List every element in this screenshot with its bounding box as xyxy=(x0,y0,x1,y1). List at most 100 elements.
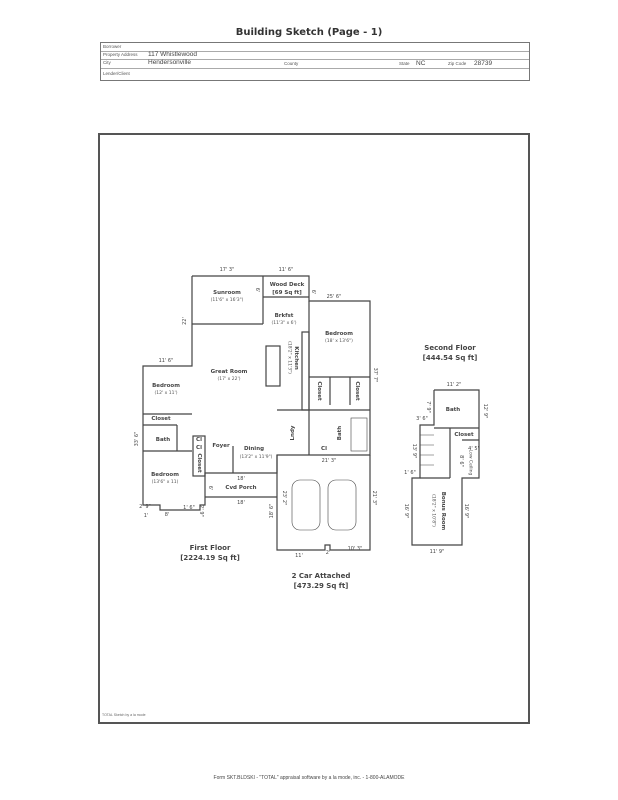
dimension: 12' 9" xyxy=(482,403,488,419)
room-bedroom-master-dim: (18' x 13'6") xyxy=(325,339,353,344)
dimension: 8' 6" xyxy=(458,455,464,467)
room-bath: Bath xyxy=(337,425,343,441)
room-bath: Bath xyxy=(445,407,461,413)
city: Hendersonville xyxy=(148,59,191,66)
second-floor-area: [444.54 Sq ft] xyxy=(422,354,478,362)
lender-row: Lender/Client xyxy=(101,68,529,79)
dimension: 23' 2" xyxy=(281,490,287,506)
room-cl: Cl xyxy=(321,446,327,452)
room-dining-dim: (13'2" x 11'9") xyxy=(239,455,273,460)
dimension: 11' 6" xyxy=(278,267,294,273)
dimension: 3' 6" xyxy=(416,416,428,422)
dimension: 18' xyxy=(237,476,245,482)
room-foyer: Foyer xyxy=(212,443,230,449)
room-bonus-dim: (18'2" x 10'8") xyxy=(430,494,436,527)
room-closet: Closet xyxy=(354,381,360,401)
dimension: 10' 3" xyxy=(347,546,363,552)
dimension: 37' 7" xyxy=(372,367,378,383)
first-floor-title: First Floor xyxy=(189,544,231,552)
garage-caption: 2 Car Attached [473.29 Sq ft] xyxy=(292,571,351,591)
zip: 28739 xyxy=(474,60,493,67)
kitchen-island xyxy=(265,345,281,387)
first-floor-area: [2224.19 Sq ft] xyxy=(180,554,240,562)
dimension: 6' xyxy=(254,287,260,293)
dimension: 7' 9" xyxy=(425,401,431,413)
dimension: 11' xyxy=(295,553,303,559)
second-floor-title: Second Floor xyxy=(424,344,476,352)
room-closet: Closet xyxy=(454,432,474,438)
room-dining: Dining xyxy=(243,446,265,452)
dimension: 18' 6" xyxy=(269,503,275,519)
state: NC xyxy=(416,60,426,67)
hall-closets xyxy=(192,435,206,477)
room-bedroom-3-dim: (13'6" x 11) xyxy=(151,480,179,485)
room-closet: Closet xyxy=(196,453,202,473)
property-address: 117 Whistlewood xyxy=(148,51,198,58)
dimension: 18' xyxy=(237,500,245,506)
garage-title: 2 Car Attached xyxy=(291,572,351,580)
room-low-ceiling: Low Ceiling xyxy=(467,449,473,476)
dimension: 2' 9" xyxy=(198,505,204,517)
sketch-credit: TOTAL Sketch by a la mode xyxy=(102,713,146,717)
room-cvd-porch: Cvd Porch xyxy=(225,485,257,491)
room-bedroom-2-dim: (12' x 11') xyxy=(154,391,178,396)
car-icon xyxy=(327,479,357,531)
dimension: 17' 3" xyxy=(219,267,235,273)
borrower-label: Borrower xyxy=(103,44,122,49)
garage-outline xyxy=(276,455,371,551)
room-sunroom-dim: (11'6" x 16'3") xyxy=(210,298,244,303)
city-row: City Hendersonville County State NC Zip … xyxy=(101,59,529,69)
stairs xyxy=(420,434,434,466)
dimension: 1' 6" xyxy=(183,505,195,511)
dimension: 16' 9" xyxy=(463,503,469,519)
room-wood-deck-area: [69 Sq ft] xyxy=(272,290,302,296)
first-floor-caption: First Floor [2224.19 Sq ft] xyxy=(180,543,240,563)
county-label: County xyxy=(284,61,299,66)
garage-area: [473.29 Sq ft] xyxy=(293,582,349,590)
room-bedroom-2: Bedroom xyxy=(152,383,180,389)
room-great-room: Great Room xyxy=(210,369,248,375)
city-label: City xyxy=(103,60,111,65)
room-bath: Bath xyxy=(155,437,171,443)
room-cl: Cl xyxy=(196,445,202,451)
dimension: 11' 9" xyxy=(429,549,445,555)
room-closet: Closet xyxy=(316,381,322,401)
car-icon xyxy=(291,479,321,531)
header-table: Borrower Property Address 117 Whistlewood… xyxy=(100,42,530,81)
room-sunroom: Sunroom xyxy=(213,290,241,296)
dimension: 16' 9" xyxy=(403,503,409,519)
room-wood-deck: Wood Deck xyxy=(269,282,305,288)
page-footer: Form SKT.BLDSKI - "TOTAL" appraisal soft… xyxy=(213,775,405,781)
room-kitchen-dim: (18'2" x 11'3") xyxy=(286,341,292,374)
first-floor-outline xyxy=(142,275,371,511)
kitchen-counter xyxy=(301,331,310,411)
room-cl: Cl xyxy=(196,437,202,443)
dimension: 1' xyxy=(143,513,149,519)
address-row: Property Address 117 Whistlewood xyxy=(101,51,529,60)
dimension: 1' 6" xyxy=(404,470,416,476)
room-laundry: Lndy xyxy=(290,425,296,441)
room-bedroom-master: Bedroom xyxy=(325,331,353,337)
dimension: 22' xyxy=(182,317,188,325)
room-brkfst: Brkfst xyxy=(274,313,294,319)
room-brkfst-dim: (11'3" x 6') xyxy=(271,321,297,326)
room-closet: Closet xyxy=(151,416,171,422)
sketch-frame xyxy=(98,133,530,724)
dimension: 2' xyxy=(325,550,331,556)
room-kitchen: Kitchen xyxy=(293,346,299,370)
dimension: 4' 5" xyxy=(468,446,480,452)
state-label: State xyxy=(399,61,410,66)
dimension: 33' 6" xyxy=(134,431,140,447)
zip-label: Zip Code xyxy=(448,61,467,66)
dimension: 25' 6" xyxy=(326,294,342,300)
room-bedroom-3: Bedroom xyxy=(151,472,179,478)
dimension: 8' xyxy=(164,512,170,518)
property-address-label: Property Address xyxy=(103,52,138,57)
room-bonus: Bonus Room xyxy=(440,491,446,531)
room-great-room-dim: (17' x 22') xyxy=(217,377,241,382)
dimension: 6' xyxy=(310,289,316,295)
second-floor-caption: Second Floor [444.54 Sq ft] xyxy=(423,343,478,363)
borrower-row: Borrower xyxy=(101,43,529,52)
